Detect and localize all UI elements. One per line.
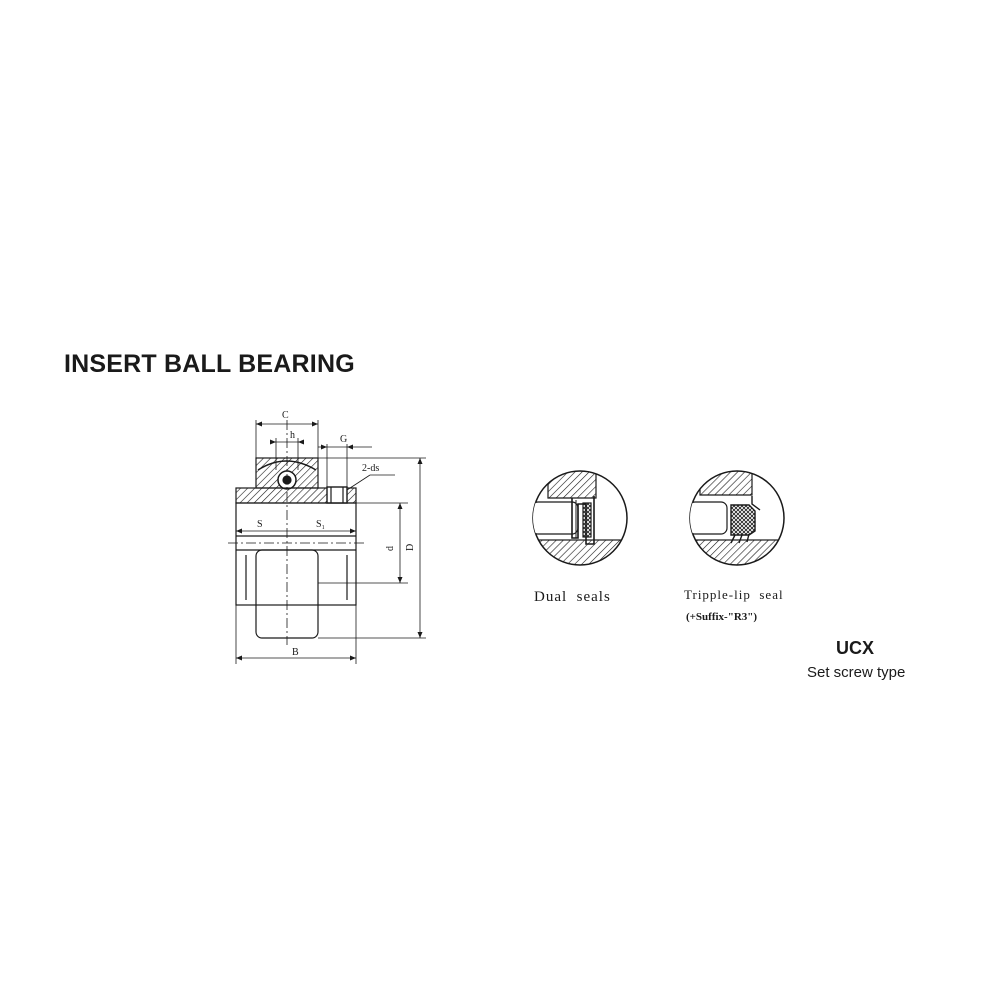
dimension-lines (235, 420, 426, 664)
dimension-arrows (236, 421, 423, 661)
inner-ring-body (235, 502, 357, 606)
set-screw (326, 486, 348, 504)
dim-label-c: C (282, 410, 289, 421)
triple-lip-seal-detail (689, 470, 785, 566)
model-type: Set screw type (807, 664, 906, 681)
dual-seal-detail (532, 470, 628, 566)
dim-label-d: d (385, 546, 396, 551)
page-title: INSERT BALL BEARING (64, 350, 355, 378)
dim-label-s1: S₁ (316, 519, 325, 530)
dim-label-h: h (290, 430, 295, 441)
dim-label-b: B (292, 647, 299, 658)
dim-label-s: S (257, 519, 263, 530)
triple-lip-seal-suffix: (+Suffix-"R3") (686, 611, 758, 623)
bearing-section-view (228, 420, 365, 645)
dimension-labels: C h G 2-ds S S₁ d D B (257, 410, 416, 658)
model-code: UCX (836, 638, 875, 658)
dim-label-ds: 2-ds (362, 463, 379, 474)
dim-label-g: G (340, 434, 347, 445)
triple-lip-seal-caption: Tripple-lip seal (684, 587, 784, 602)
dim-label-D: D (405, 544, 416, 551)
dual-seals-caption: Dual seals (534, 589, 611, 605)
